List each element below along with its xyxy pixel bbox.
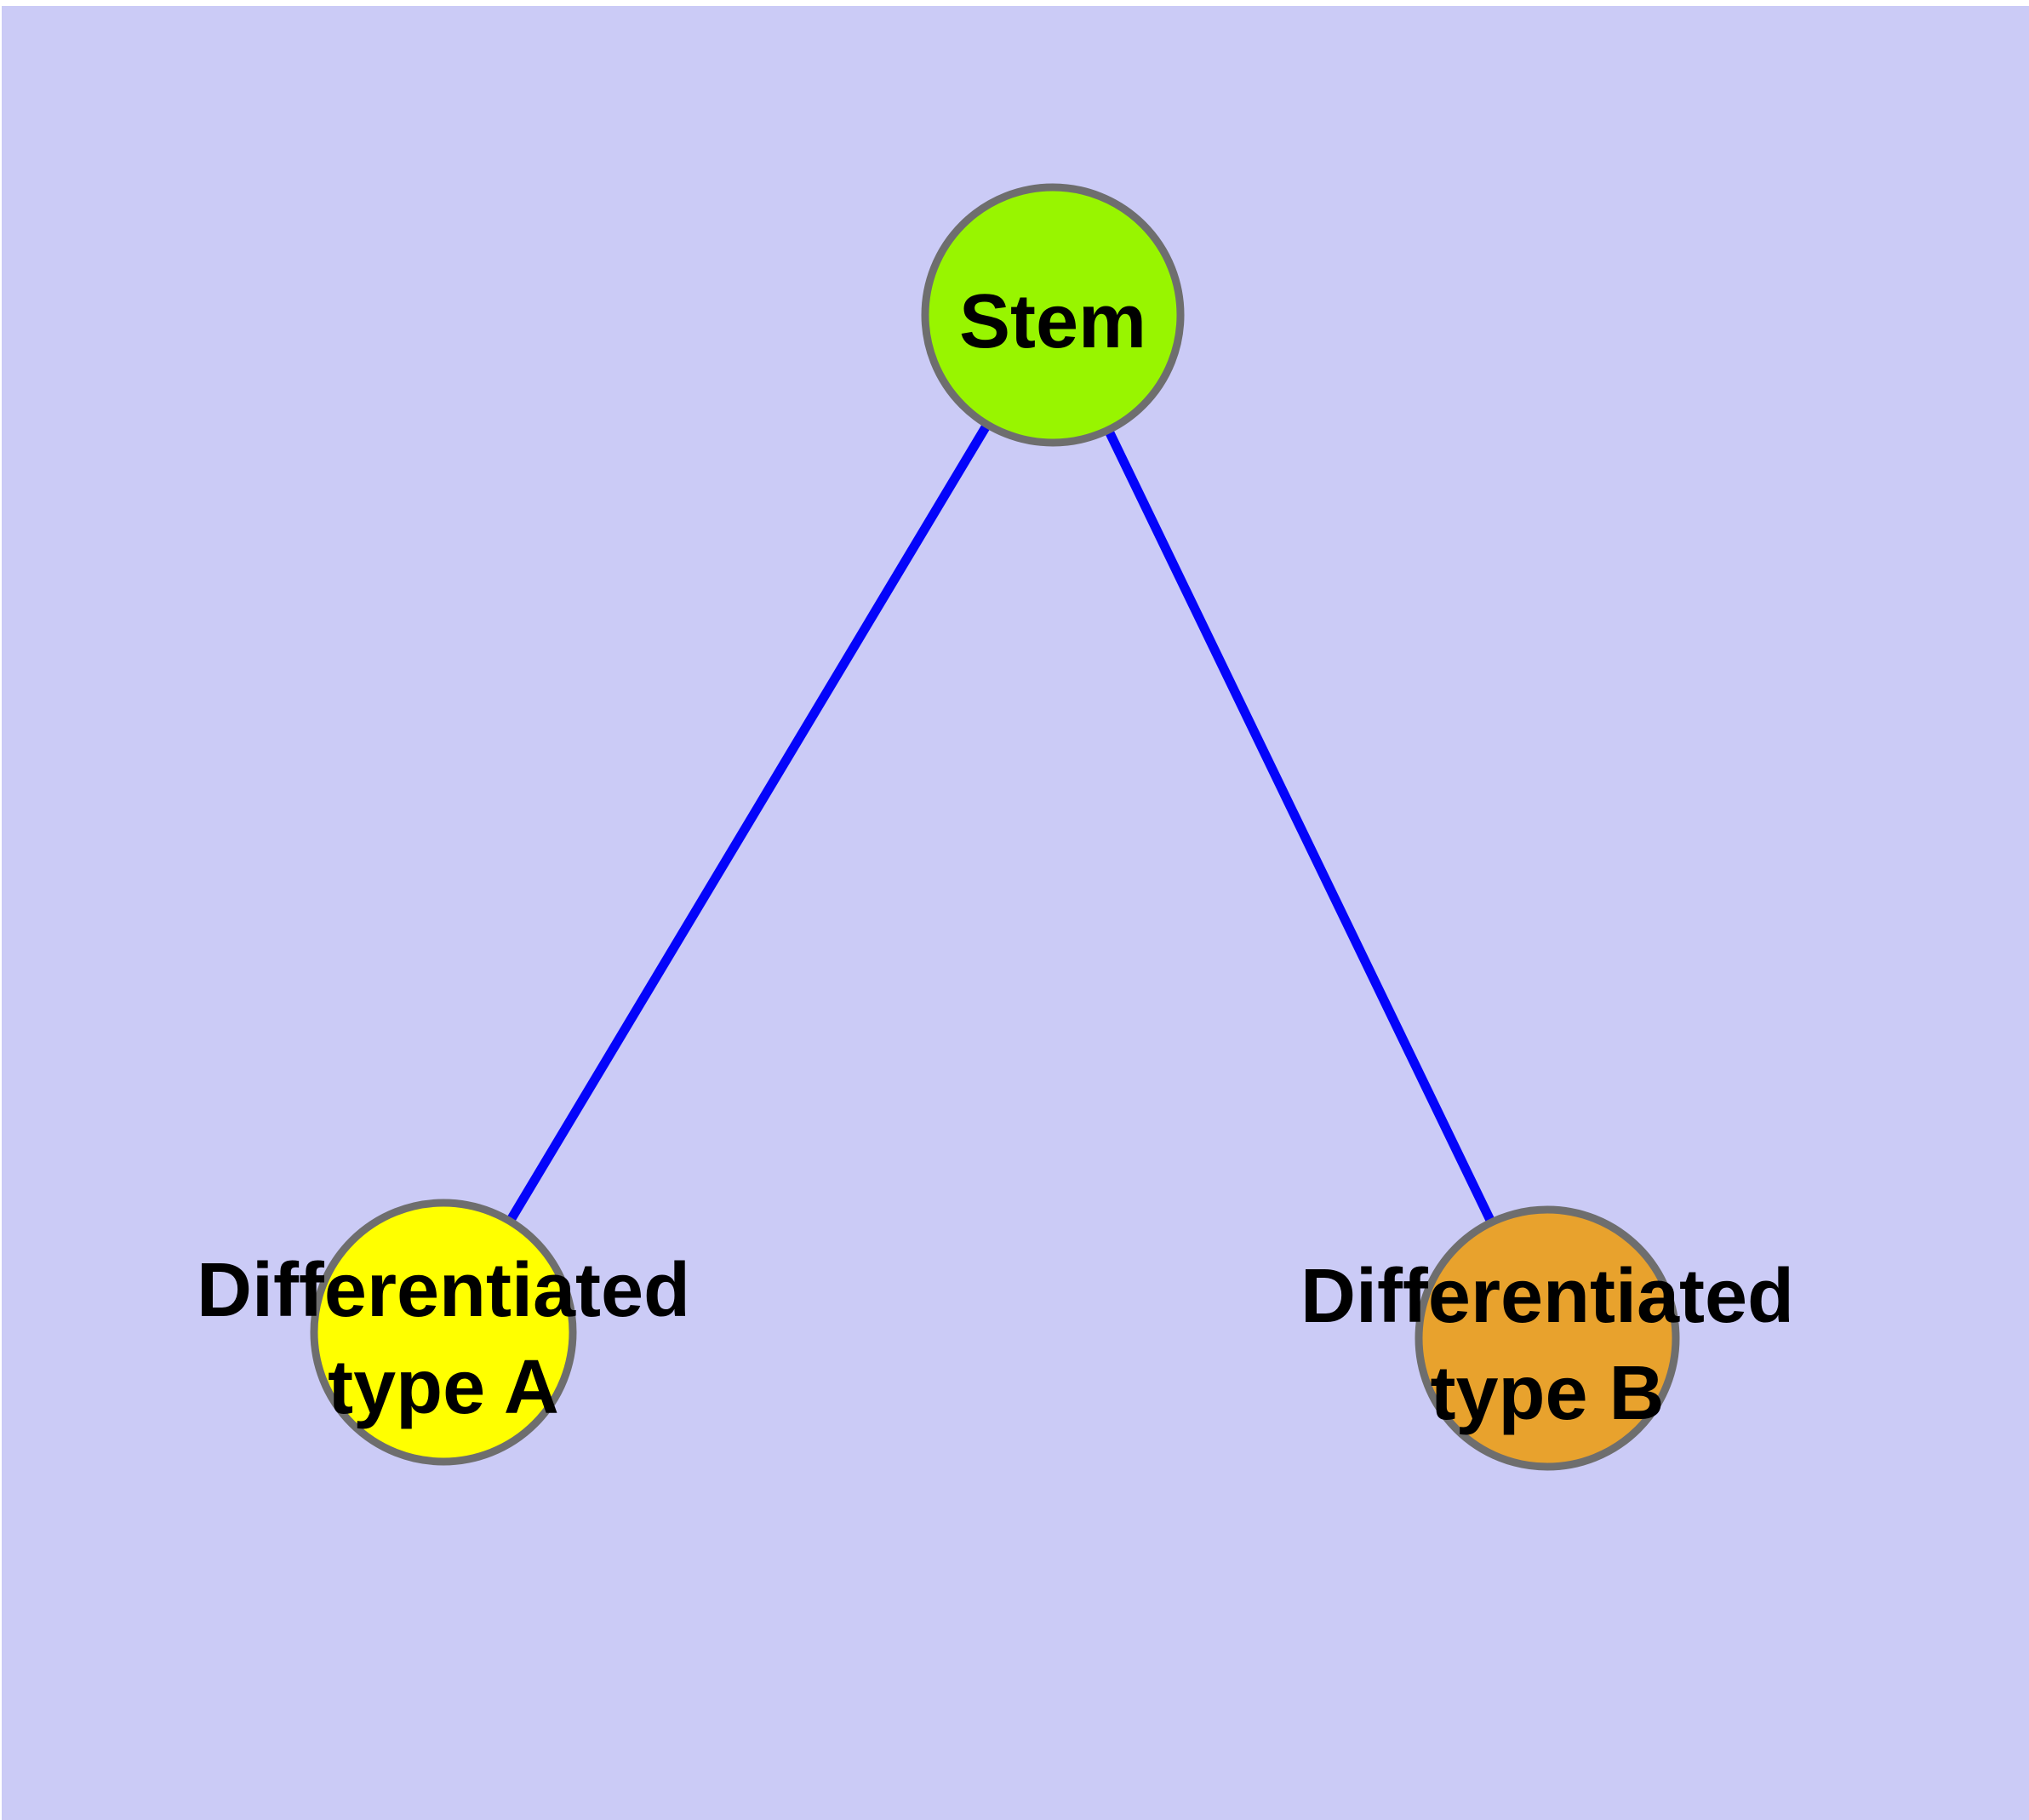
- node-label-line: Stem: [959, 279, 1146, 364]
- node-differentiated-type-a: [310, 1199, 577, 1466]
- nodes-layer: [310, 183, 1680, 1471]
- node-label-differentiated-type-b: Differentiated type B: [1300, 1254, 1794, 1436]
- node-label-line: type A: [328, 1345, 559, 1430]
- edge-stem-to-differentiated-type-b: [1049, 312, 1552, 1341]
- edges-layer: [439, 312, 1552, 1341]
- node-label-line: Differentiated: [1300, 1254, 1794, 1339]
- node-label-differentiated-type-a: Differentiated type A: [197, 1248, 690, 1430]
- edge-stem-to-differentiated-type-a: [439, 312, 1057, 1335]
- node-label-stem: Stem: [959, 279, 1146, 364]
- node-stem: [921, 183, 1185, 447]
- node-label-line: Differentiated: [197, 1248, 690, 1333]
- node-label-line: type B: [1430, 1351, 1664, 1436]
- node-differentiated-type-b: [1415, 1205, 1680, 1471]
